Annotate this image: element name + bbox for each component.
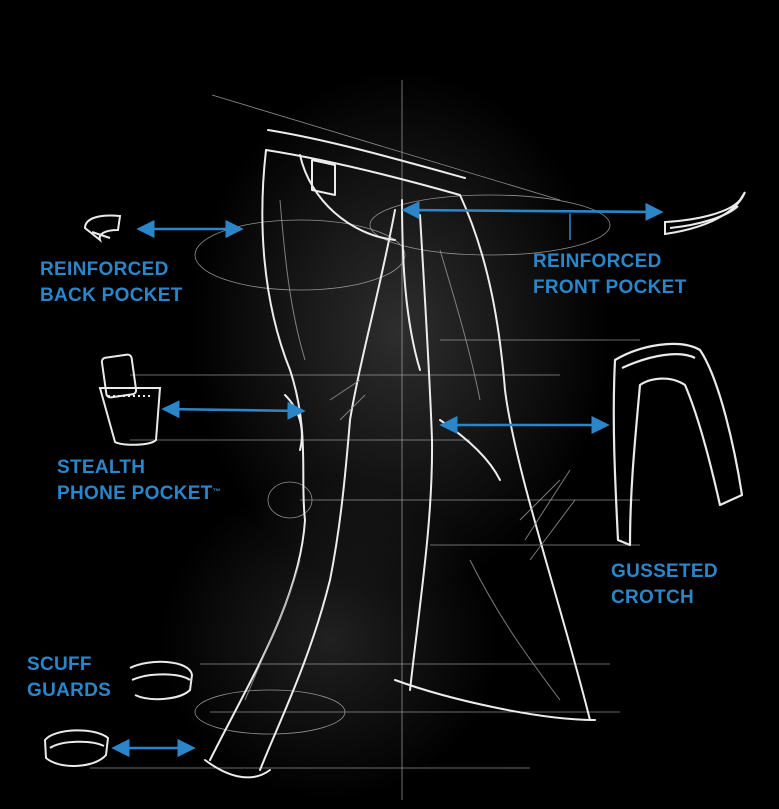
label-scuff-line2: GUARDS xyxy=(27,680,112,701)
front-pocket-piece-icon xyxy=(664,191,746,236)
label-crotch-line1: GUSSETED xyxy=(611,561,718,582)
label-scuff-line1: SCUFF xyxy=(27,654,92,675)
pocket-piece-icon xyxy=(83,214,122,243)
label-crotch: GUSSETED CROTCH xyxy=(611,559,718,611)
pants-shading xyxy=(244,199,576,701)
trademark-mark: ™ xyxy=(212,487,221,496)
gusset-piece-icon xyxy=(612,342,744,547)
label-phone-pocket-line2: PHONE POCKET xyxy=(57,483,213,504)
label-back-pocket: REINFORCED BACK POCKET xyxy=(40,257,183,309)
phone-icon xyxy=(98,353,162,446)
label-front-pocket-line1: REINFORCED xyxy=(533,251,662,272)
glow-upper xyxy=(190,70,610,590)
pants-outline xyxy=(204,129,596,779)
label-front-pocket: REINFORCED FRONT POCKET xyxy=(533,249,687,301)
label-back-pocket-line1: REINFORCED xyxy=(40,259,169,280)
label-crotch-line2: CROTCH xyxy=(611,587,695,608)
callout-arrows xyxy=(111,201,664,758)
scuff-guard-icon xyxy=(43,660,194,767)
glow-lower xyxy=(160,480,500,800)
label-phone-pocket-line1: STEALTH xyxy=(57,457,146,478)
label-phone-pocket-line2-wrap: PHONE POCKET™ xyxy=(57,481,221,507)
label-back-pocket-line2: BACK POCKET xyxy=(40,285,183,306)
label-phone-pocket: STEALTH PHONE POCKET™ xyxy=(57,455,221,507)
arrow-phone-pocket xyxy=(161,400,306,420)
construction-lines xyxy=(90,80,640,800)
label-scuff: SCUFF GUARDS xyxy=(27,652,111,704)
arrow-front-pocket xyxy=(401,201,664,221)
label-front-pocket-line2: FRONT POCKET xyxy=(533,277,687,298)
